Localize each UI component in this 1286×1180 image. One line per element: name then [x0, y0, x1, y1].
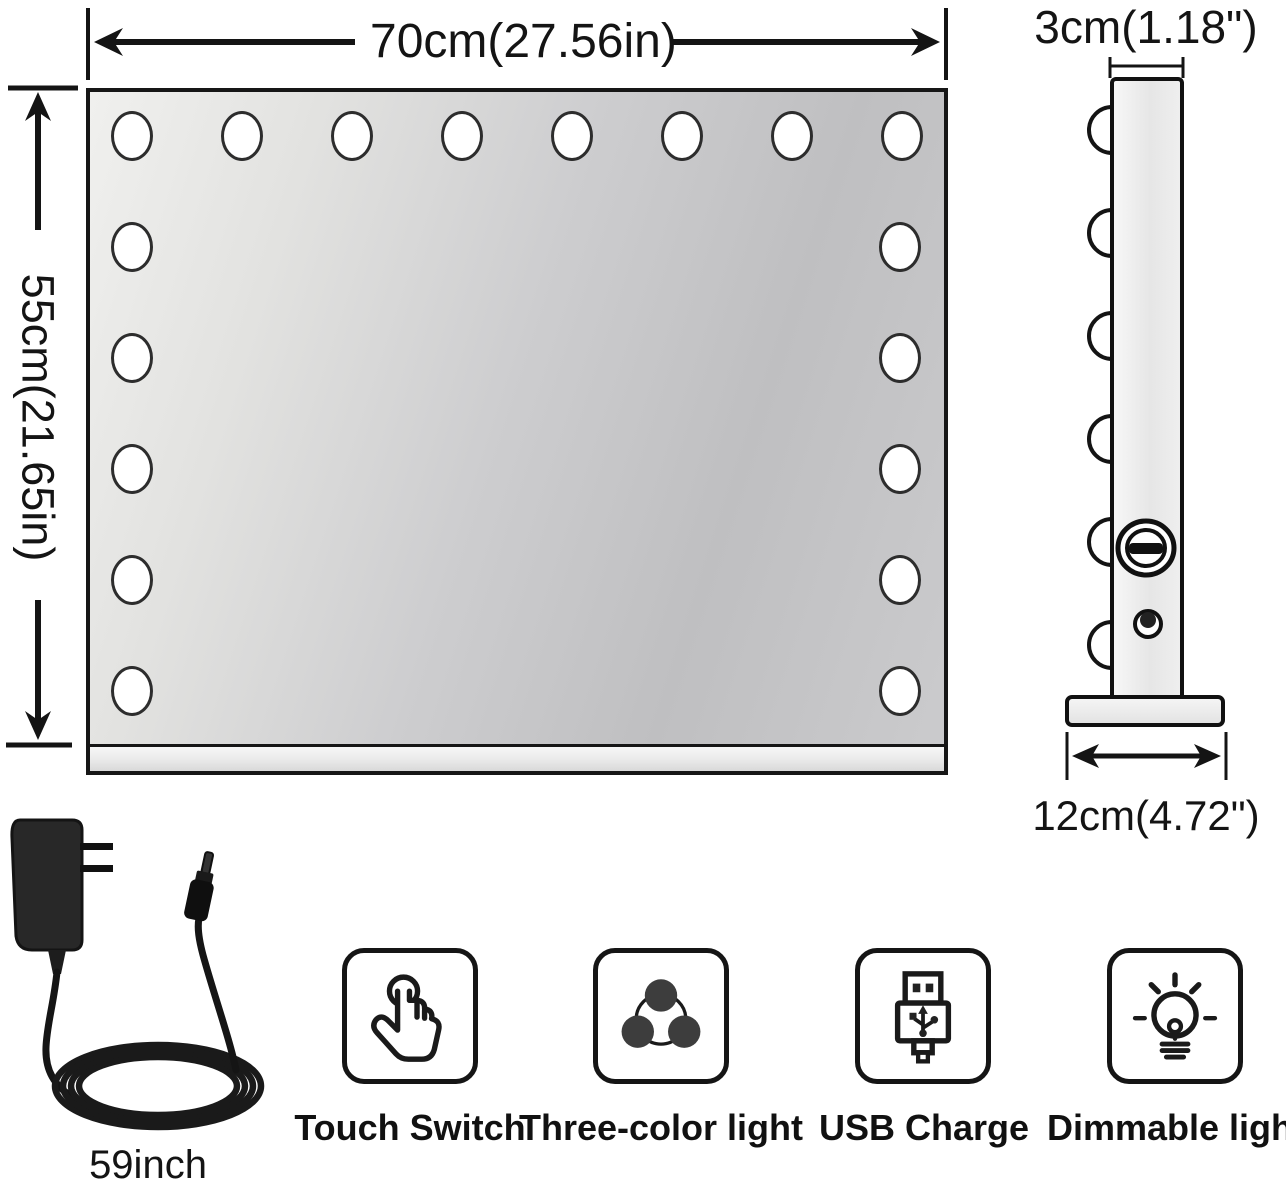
light-bulb [111, 666, 153, 716]
dimmer-socket-icon [1115, 518, 1177, 578]
usb-plug-icon [855, 948, 991, 1084]
feature-three-color-light [593, 948, 729, 1084]
power-adapter-illustration [10, 818, 265, 1131]
light-bulb [111, 333, 153, 383]
light-bulb [771, 111, 813, 161]
wall-plug-body [10, 818, 84, 952]
light-bulb [111, 555, 153, 605]
dc-plug [184, 851, 215, 922]
mirror-base-strip [90, 744, 944, 771]
feature-label-usb-charge: USB Charge [818, 1107, 1030, 1148]
light-bulb [111, 444, 153, 494]
light-bulb [879, 444, 921, 494]
height-dimension-arrow [6, 85, 78, 748]
height-dimension-label: 55cm(21.65in) [12, 273, 64, 562]
light-bulb [879, 222, 921, 272]
feature-label-touch-switch: Touch Switch [294, 1107, 526, 1148]
side-slab [1110, 77, 1184, 701]
light-bulb [881, 111, 923, 161]
light-bulb [879, 333, 921, 383]
mirror-front-view [86, 88, 948, 775]
light-bulb [879, 666, 921, 716]
feature-touch-switch [342, 948, 478, 1084]
light-bulb [441, 111, 483, 161]
plug-prong [80, 843, 113, 850]
mirror-side-view [1065, 57, 1228, 780]
width-dimension-label: 70cm(27.56in) [370, 15, 677, 68]
base-dimension-label: 12cm(4.72") [1032, 792, 1260, 839]
light-bulb [331, 111, 373, 161]
touch-gesture-icon [342, 948, 478, 1084]
side-base-plate [1065, 695, 1225, 727]
feature-usb-charge [855, 948, 991, 1084]
feature-dimmable-light [1107, 948, 1243, 1084]
feature-label-three-color-light: Three-color light [518, 1107, 803, 1148]
light-bulb [551, 111, 593, 161]
light-bulb-icon [1107, 948, 1243, 1084]
cable-coil [51, 1041, 265, 1131]
light-bulb [111, 222, 153, 272]
light-bulb [111, 111, 153, 161]
thickness-dimension-label: 3cm(1.18") [1034, 1, 1258, 53]
light-bulb [879, 555, 921, 605]
light-bulb [661, 111, 703, 161]
plug-prong [80, 865, 113, 872]
cable-length-label: 59inch [89, 1143, 207, 1180]
light-bulb [221, 111, 263, 161]
feature-label-dimmable-light: Dimmable light [1046, 1107, 1286, 1148]
width-dimension-arrow [86, 8, 948, 80]
power-knob-icon [1133, 609, 1163, 639]
base-dimension-arrow [1065, 732, 1228, 780]
three-circles-icon [593, 948, 729, 1084]
